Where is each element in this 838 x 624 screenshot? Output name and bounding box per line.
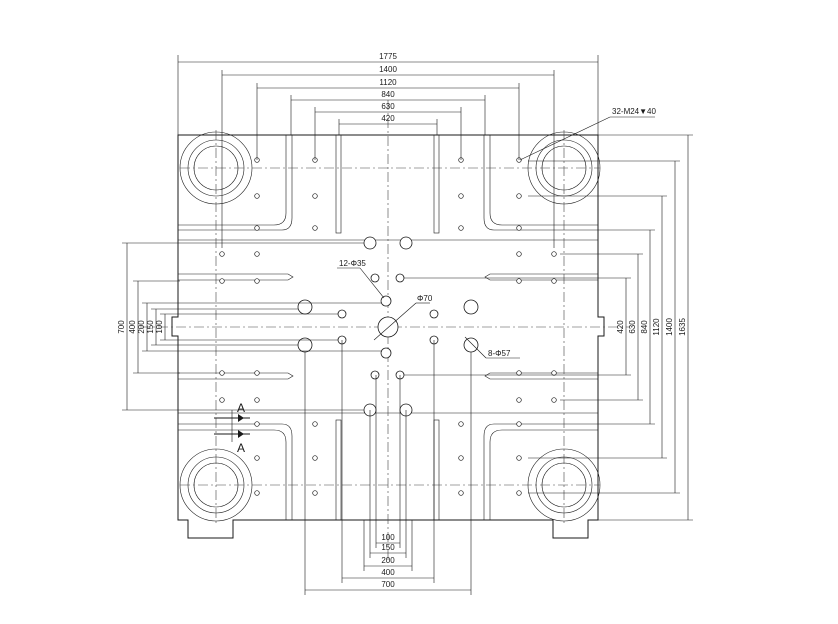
bottom-dimensions: 100 150 200 400 700 bbox=[304, 340, 472, 595]
callouts: 32-M24▼40 12-Φ35 Φ70 8-Φ57 bbox=[337, 107, 656, 359]
dim-r-840: 840 bbox=[640, 320, 649, 334]
dim-l-150: 150 bbox=[146, 320, 155, 334]
tapped-hole bbox=[551, 370, 557, 376]
section-label-bottom: A bbox=[237, 441, 245, 455]
tapped-hole bbox=[254, 370, 260, 376]
tapped-hole bbox=[516, 490, 522, 496]
tapped-hole bbox=[254, 455, 260, 461]
tapped-hole bbox=[516, 278, 522, 284]
corner-top-left bbox=[178, 131, 293, 231]
left-dimensions: 700 400 200 150 100 bbox=[117, 242, 382, 411]
tapped-hole bbox=[312, 421, 318, 427]
section-label-top: A bbox=[237, 401, 245, 415]
dim-b-400: 400 bbox=[381, 568, 395, 577]
dim-b-200: 200 bbox=[381, 556, 395, 565]
dim-r-420: 420 bbox=[616, 320, 625, 334]
corner-top-right bbox=[483, 131, 601, 231]
tapped-hole bbox=[516, 370, 522, 376]
tapped-hole bbox=[551, 251, 557, 257]
dim-r-1635: 1635 bbox=[678, 318, 687, 336]
tapped-hole bbox=[219, 278, 225, 284]
tapped-holes bbox=[219, 157, 557, 496]
dim-b-100: 100 bbox=[381, 533, 395, 542]
right-dimensions: 420 630 840 1120 1400 1635 bbox=[404, 134, 693, 521]
tapped-hole bbox=[254, 193, 260, 199]
tapped-hole bbox=[458, 455, 464, 461]
top-dimensions: 1775 1400 1120 840 630 420 bbox=[177, 52, 599, 248]
tapped-hole bbox=[254, 421, 260, 427]
tapped-hole bbox=[551, 397, 557, 403]
corner-bottom-right bbox=[483, 423, 601, 522]
dim-r-1120: 1120 bbox=[652, 318, 661, 336]
dim-l-100: 100 bbox=[155, 320, 164, 334]
tapped-hole bbox=[551, 278, 557, 284]
tapped-hole bbox=[219, 251, 225, 257]
tapped-hole bbox=[458, 490, 464, 496]
tapped-hole bbox=[312, 225, 318, 231]
dim-r-630: 630 bbox=[628, 320, 637, 334]
tapped-hole bbox=[458, 193, 464, 199]
tapped-hole bbox=[254, 251, 260, 257]
section-mark: A A bbox=[214, 401, 250, 455]
dim-r-1400: 1400 bbox=[665, 318, 674, 336]
dim-l-700: 700 bbox=[117, 320, 126, 334]
large-holes-35 bbox=[337, 236, 439, 417]
tapped-hole bbox=[254, 397, 260, 403]
tapped-hole bbox=[312, 455, 318, 461]
dim-630: 630 bbox=[381, 102, 395, 111]
tapped-hole bbox=[254, 278, 260, 284]
tapped-hole bbox=[312, 490, 318, 496]
tapped-hole bbox=[219, 370, 225, 376]
dim-1120: 1120 bbox=[379, 78, 397, 87]
tapped-hole bbox=[312, 193, 318, 199]
dim-1400: 1400 bbox=[379, 65, 397, 74]
tapped-hole bbox=[516, 397, 522, 403]
tapped-hole bbox=[516, 225, 522, 231]
corner-bottom-left bbox=[178, 423, 293, 522]
tapped-hole bbox=[516, 251, 522, 257]
callout-tapped-holes: 32-M24▼40 bbox=[612, 107, 656, 116]
dim-l-400: 400 bbox=[128, 320, 137, 334]
tapped-hole bbox=[516, 193, 522, 199]
dim-l-200: 200 bbox=[137, 320, 146, 334]
callout-holes-57: 8-Φ57 bbox=[488, 349, 511, 358]
tapped-hole bbox=[516, 455, 522, 461]
dim-840: 840 bbox=[381, 90, 395, 99]
dim-b-150: 150 bbox=[381, 543, 395, 552]
tapped-hole bbox=[458, 225, 464, 231]
tapped-hole bbox=[219, 397, 225, 403]
dim-1775: 1775 bbox=[379, 52, 397, 61]
tapped-hole bbox=[458, 421, 464, 427]
callout-holes-35: 12-Φ35 bbox=[339, 259, 366, 268]
tapped-hole bbox=[516, 421, 522, 427]
tapped-hole bbox=[254, 225, 260, 231]
callout-center-hole: Φ70 bbox=[417, 294, 433, 303]
tapped-hole bbox=[254, 490, 260, 496]
dim-420: 420 bbox=[381, 114, 395, 123]
dim-b-700: 700 bbox=[381, 580, 395, 589]
